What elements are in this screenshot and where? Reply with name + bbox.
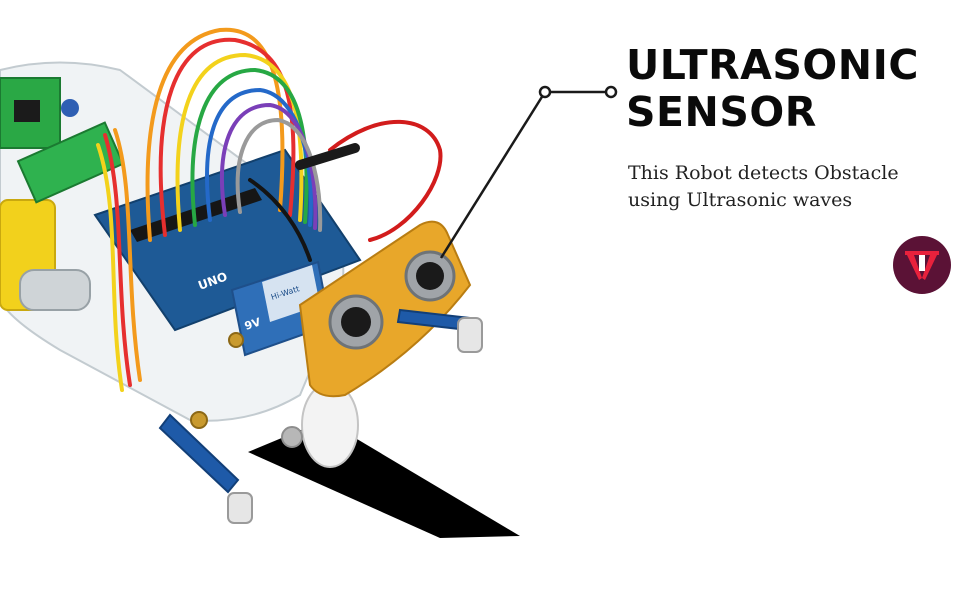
heading-line-1: ULTRASONIC xyxy=(626,41,919,89)
description-line-2: using Ultrasonic waves xyxy=(628,189,853,211)
ir-led-left xyxy=(227,492,253,524)
driver-sub-board xyxy=(16,121,125,204)
power-cable xyxy=(295,143,360,170)
feature-description: This Robot detects Obstacle using Ultras… xyxy=(628,160,958,214)
caster-hub xyxy=(281,426,303,448)
feature-heading: ULTRASONIC SENSOR xyxy=(626,42,956,136)
driver-chip xyxy=(14,100,40,122)
jumper-wires xyxy=(96,27,443,392)
ir-led-right xyxy=(457,317,483,353)
robot-car-illustration: UNO 9V Hi-Watt xyxy=(0,27,520,538)
capacitor xyxy=(61,99,79,117)
tv-monogram-logo-icon xyxy=(893,236,951,294)
motor-driver-board xyxy=(0,77,61,149)
screw xyxy=(190,411,208,429)
ir-sensor-front-left xyxy=(158,413,240,494)
description-line-1: This Robot detects Obstacle xyxy=(628,162,899,184)
screw xyxy=(228,332,244,348)
battery-voltage-label: 9V xyxy=(243,315,263,333)
heading-line-2: SENSOR xyxy=(626,88,817,136)
callout-dot-end xyxy=(604,85,618,99)
motor-shaft xyxy=(19,269,91,311)
